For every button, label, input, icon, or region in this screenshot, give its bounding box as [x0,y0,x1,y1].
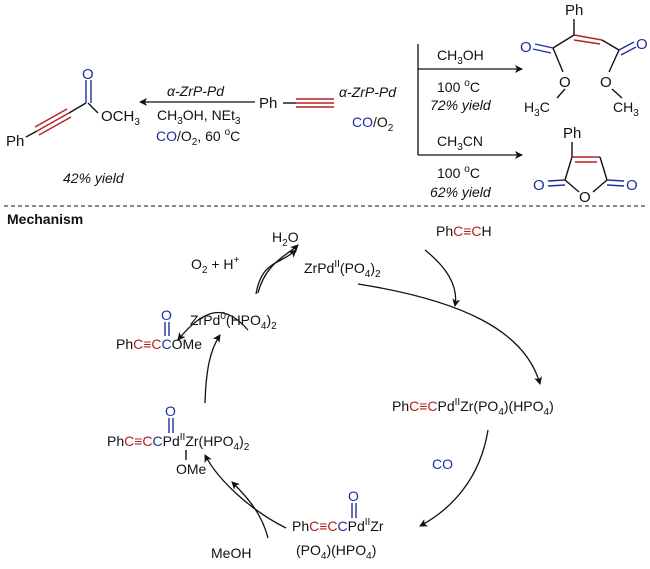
arrow-meoh-in [231,481,269,539]
arrow-to-pd0 [204,334,221,404]
anhydride-o-left: O [533,177,545,194]
starting-phenylacetylene: Ph [259,95,334,112]
maleate-o-left: O [520,39,532,56]
methoxy-label: OMe [176,461,207,477]
product-dimethyl-phenylmaleate: Ph O O O O H3C CH3 [520,2,648,119]
mechanism-product-ester: PhC≡CCOMe O [116,307,202,352]
center-reagent-label: α-ZrP-Pd [339,84,397,100]
left-yield-label: 42% yield [63,170,125,186]
co-insertion-label: CO [432,456,453,472]
product-ester-label: OCH3 [101,108,140,128]
arrow-to-acyl-pd [419,429,489,527]
svg-text:O: O [348,488,359,504]
left-conditions-label: CH3OH, NEt3 [157,107,241,127]
start-ph-label: Ph [259,95,277,112]
arrow-to-pd2 [255,249,297,295]
arrow-water-out [257,244,299,294]
upper-temp-label: 100 oC [437,78,480,95]
product-ph-label: Ph [6,133,24,150]
svg-text:PhC≡CCPdIIZr: PhC≡CCPdIIZr [292,517,384,534]
lower-solvent-label: CH3CN [437,133,483,153]
maleate-me-right: CH3 [613,99,639,119]
svg-text:(PO4)(HPO4): (PO4)(HPO4) [296,542,376,562]
product-phenylmaleic-anhydride: Ph O O O [533,125,638,206]
anhydride-ph-label: Ph [563,125,581,142]
lower-yield-label: 62% yield [430,184,492,200]
methoxy-acyl-pd-intermediate: PhC≡CCPdIIZr(HPO4)2 O OMe [107,403,250,477]
mechanism-heading: Mechanism [7,211,83,227]
left-reagent-label: α-ZrP-Pd [167,83,225,99]
upper-yield-label: 72% yield [430,97,492,113]
methanol-label: MeOH [211,545,251,561]
pd0-catalyst-label: ZrPd0(HPO4)2 [190,311,277,332]
svg-text:O: O [165,403,176,419]
product-carbonyl-o: O [82,66,94,83]
anhydride-o-right: O [626,177,638,194]
arrow-product-out [177,312,249,341]
o2-h-label: O2 + H+ [191,255,240,276]
acyl-pd-intermediate: PhC≡CCPdIIZr O (PO4)(HPO4) [292,488,384,562]
product-methyl-phenylpropiolate: Ph O OCH3 [6,66,140,150]
alkynyl-pd-intermediate: PhC≡CPdIIZr(PO4)(HPO4) [392,397,554,418]
svg-text:O: O [161,307,172,323]
pd2-catalyst-label: ZrPdII(PO4)2 [304,259,381,280]
arrow-to-methoxy-pd [204,454,287,529]
center-gas-label: CO/O2 [352,114,394,134]
phenylacetylene-label: PhC≡CH [436,223,492,239]
maleate-ether-o-left: O [559,74,571,91]
maleate-ether-o-right: O [600,74,612,91]
maleate-me-left: H3C [524,99,550,119]
svg-text:PhC≡CCPdIIZr(HPO4)2: PhC≡CCPdIIZr(HPO4)2 [107,432,250,453]
lower-temp-label: 100 oC [437,164,480,181]
left-gas-label: CO/O2, 60 oC [156,127,240,148]
anhydride-ring-o: O [579,189,591,206]
maleate-o-right: O [636,36,648,53]
svg-text:PhC≡CCOMe: PhC≡CCOMe [116,336,202,352]
water-label: H2O [272,229,299,249]
arrow-to-alkynyl-pd [357,283,542,385]
arrow-alkyne-in [424,249,461,307]
upper-solvent-label: CH3OH [437,47,484,67]
maleate-ph-label: Ph [565,2,583,19]
